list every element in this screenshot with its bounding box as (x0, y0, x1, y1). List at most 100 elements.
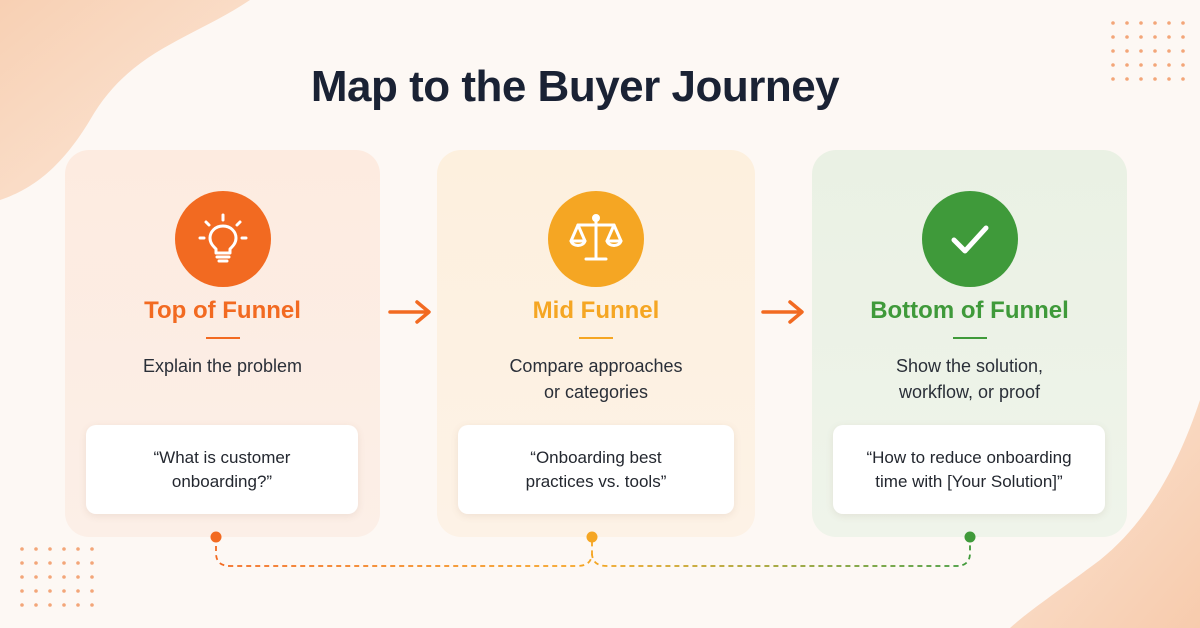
decor-dot (76, 575, 80, 579)
decor-dot (1167, 35, 1171, 39)
decor-dot (1111, 21, 1115, 25)
stage-description-top: Explain the problem (65, 353, 380, 379)
example-text-mid: “Onboarding best practices vs. tools” (526, 446, 667, 494)
decor-dot (90, 547, 94, 551)
example-line: time with [Your Solution]” (875, 471, 1063, 491)
description-line: Explain the problem (142, 356, 303, 376)
decor-dot (1167, 63, 1171, 67)
example-box-bottom: “How to reduce onboarding time with [You… (833, 425, 1105, 514)
checkmark-icon (951, 225, 988, 254)
decor-dot (1125, 63, 1129, 67)
divider-mid (579, 337, 613, 339)
page-title: Map to the Buyer Journey (310, 62, 840, 111)
decor-dot (1139, 21, 1143, 25)
decor-dot (34, 589, 38, 593)
decor-dot (1139, 49, 1143, 53)
decor-dot (1111, 63, 1115, 67)
description-line: Show the solution, (895, 356, 1044, 376)
decor-dot (76, 561, 80, 565)
stage-description-mid: Compare approaches or categories (437, 353, 755, 405)
decor-dot (1181, 35, 1185, 39)
decor-dot (20, 575, 24, 579)
decor-dot (48, 603, 52, 607)
decor-dot (20, 589, 24, 593)
card-mid-funnel: Mid Funnel Compare approaches or categor… (437, 150, 755, 537)
stage-title-top: Top of Funnel (144, 297, 301, 324)
decor-dot (90, 561, 94, 565)
decor-dot (1139, 35, 1143, 39)
decor-dot (90, 575, 94, 579)
decor-dot (1181, 21, 1185, 25)
icon-circle-mid (548, 191, 644, 287)
example-text-top: “What is customer onboarding?” (154, 446, 291, 494)
decor-dot (20, 547, 24, 551)
decor-dot (20, 561, 24, 565)
decor-dot (1139, 63, 1143, 67)
decor-dot (48, 575, 52, 579)
stage-title-mid: Mid Funnel (532, 297, 660, 324)
decor-dot (1111, 77, 1115, 81)
card-bottom-of-funnel: Bottom of Funnel Show the solution, work… (812, 150, 1127, 537)
decor-dot (1181, 77, 1185, 81)
decor-dot (76, 547, 80, 551)
decor-dot (1139, 77, 1143, 81)
decor-dot (1125, 21, 1129, 25)
example-line: “How to reduce onboarding (866, 447, 1072, 467)
decor-dot (34, 547, 38, 551)
example-line: practices vs. tools” (525, 471, 667, 491)
example-line: onboarding?” (171, 471, 273, 491)
arrow-right-icon (388, 300, 431, 324)
arrow-right-icon (761, 300, 804, 324)
card-top-of-funnel: Top of Funnel Explain the problem “What … (65, 150, 380, 537)
decor-dot (48, 589, 52, 593)
example-text-bottom: “How to reduce onboarding time with [You… (866, 446, 1071, 494)
decor-dot (1153, 49, 1157, 53)
decor-dot (76, 589, 80, 593)
decor-dot (62, 603, 66, 607)
divider-bottom (952, 337, 987, 339)
dot-grid-bottom-left (20, 547, 94, 607)
decor-dot (76, 603, 80, 607)
decor-dot (1111, 49, 1115, 53)
decor-dot (62, 589, 66, 593)
dot-grid-top-right (1111, 21, 1185, 81)
scales-icon (569, 214, 623, 261)
decor-dot (90, 589, 94, 593)
stage-title-bottom: Bottom of Funnel (870, 297, 1069, 324)
lightbulb-icon (198, 213, 247, 263)
stage-description-bottom: Show the solution, workflow, or proof (812, 353, 1127, 405)
decor-dot (1167, 21, 1171, 25)
corner-blob-top-left (0, 0, 250, 200)
decor-dot (1125, 35, 1129, 39)
description-line: or categories (543, 382, 649, 402)
example-line: “Onboarding best (530, 447, 662, 467)
decor-dot (62, 547, 66, 551)
decor-dot (90, 603, 94, 607)
decor-dot (1111, 35, 1115, 39)
decor-dot (1153, 35, 1157, 39)
decor-dot (1125, 77, 1129, 81)
icon-circle-bottom (921, 191, 1018, 287)
decor-dot (34, 603, 38, 607)
decor-dot (48, 561, 52, 565)
decor-dot (48, 547, 52, 551)
decor-dot (1153, 63, 1157, 67)
decor-dot (1125, 49, 1129, 53)
decor-dot (1181, 49, 1185, 53)
decor-dot (1153, 21, 1157, 25)
description-line: Compare approaches (509, 356, 683, 376)
decor-dot (1167, 77, 1171, 81)
corner-blob-bottom-right (1010, 400, 1200, 628)
decor-dot (1167, 49, 1171, 53)
decor-dot (20, 603, 24, 607)
decor-dot (1181, 63, 1185, 67)
decor-dot (62, 561, 66, 565)
decor-dot (1153, 77, 1157, 81)
example-line: “What is customer (153, 447, 291, 467)
decor-dot (34, 575, 38, 579)
example-box-top: “What is customer onboarding?” (86, 425, 358, 514)
description-line: workflow, or proof (898, 382, 1041, 402)
icon-circle-top (174, 191, 271, 287)
divider-top (205, 337, 240, 339)
